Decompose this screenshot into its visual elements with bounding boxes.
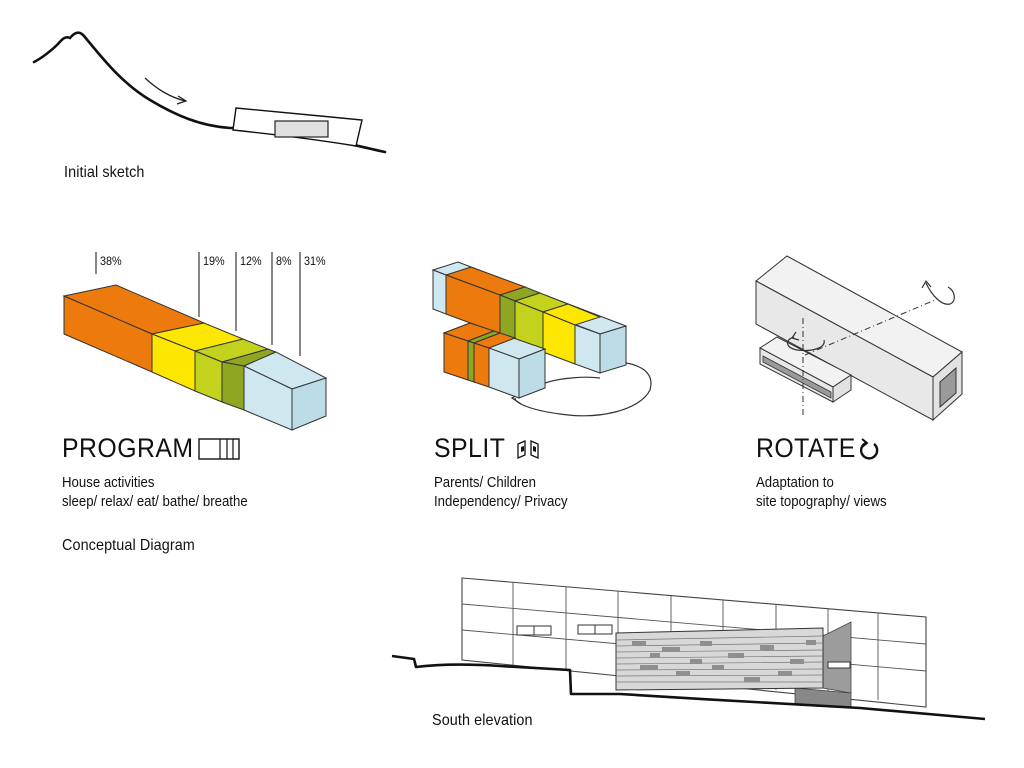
split-desc-line-2: Independency/ Privacy	[434, 493, 568, 510]
program-heading: PROGRAM	[62, 433, 194, 463]
south-elevation-caption: South elevation	[432, 712, 533, 729]
split-inner-arc	[544, 376, 601, 384]
rotate-box-end-opening	[939, 366, 957, 409]
rotate-desc-line-2: site topography/ views	[756, 493, 887, 510]
rotate-description: Adaptation to site topography/ views	[756, 473, 887, 511]
rotate-arrow-upper	[925, 282, 955, 305]
rotate-arrow-lower	[787, 336, 825, 352]
pct-label-12: 12%	[240, 254, 262, 268]
pct-label-38: 38%	[100, 254, 122, 268]
rotate-tube-inner	[762, 355, 832, 399]
pct-label-31: 31%	[304, 254, 326, 268]
sketch-arrowhead	[176, 95, 188, 105]
rotate-arrowhead-lower	[791, 331, 800, 341]
sketch-flow-arrow	[144, 77, 186, 102]
rotate-heading: ROTATE	[756, 433, 856, 463]
rotate-tube-end	[832, 374, 852, 403]
split-back-end	[599, 325, 627, 374]
conceptual-diagram-caption: Conceptual Diagram	[62, 537, 195, 554]
program-desc-line-2: sleep/ relax/ eat/ bathe/ breathe	[62, 493, 248, 510]
elevation-louvre-blocks	[632, 640, 816, 682]
program-description: House activities sleep/ relax/ eat/ bath…	[62, 473, 248, 511]
split-heading: SPLIT	[434, 433, 506, 463]
split-rotation-arc	[514, 361, 652, 417]
program-end-blue	[291, 377, 327, 431]
split-front-end	[518, 348, 546, 399]
split-desc-line-1: Parents/ Children	[434, 474, 536, 491]
elevation-window-3	[827, 661, 851, 669]
rotate-desc-line-1: Adaptation to	[756, 474, 834, 491]
split-description: Parents/ Children Independency/ Privacy	[434, 473, 568, 511]
pct-label-8: 8%	[276, 254, 292, 268]
rotate-diagonal-axis	[804, 299, 936, 356]
program-desc-line-1: House activities	[62, 474, 155, 491]
elevation-ground-line	[391, 654, 986, 721]
pct-label-19: 19%	[203, 254, 225, 268]
sketch-house-window	[274, 120, 329, 138]
initial-sketch-caption: Initial sketch	[64, 164, 145, 181]
rotate-arrowhead-upper	[921, 279, 932, 289]
